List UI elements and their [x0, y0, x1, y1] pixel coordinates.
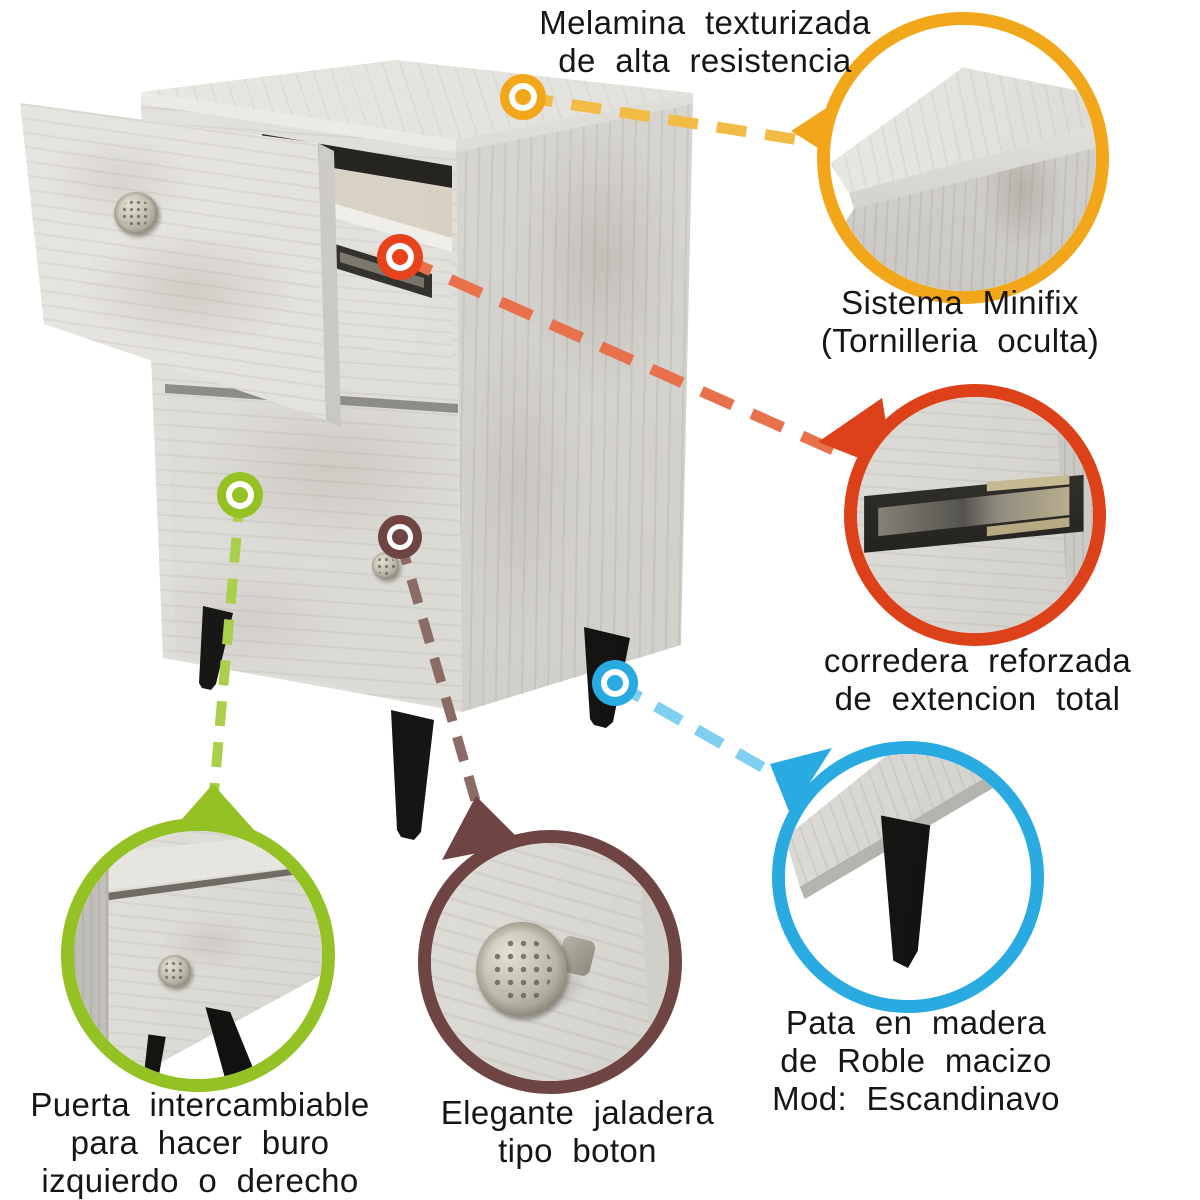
label-puerta-line2: para hacer buro	[70, 1124, 330, 1161]
label-melamina-line1: Melamina texturizada	[539, 4, 871, 41]
leader-line-jaladera	[395, 538, 482, 808]
callout-circle-corredera	[844, 384, 1106, 646]
jaladera-detail-knob-texture	[490, 936, 553, 1002]
label-minifix-line2: (Tornilleria oculta)	[820, 322, 1100, 359]
label-jaladera-line2: tipo boton	[498, 1132, 657, 1169]
pata-detail-photo	[785, 754, 1031, 1000]
label-pata: Pata en madera de Roble macizo Mod: Esca…	[758, 1004, 1074, 1118]
label-melamina-line2: de alta resistencia	[558, 42, 852, 79]
label-corredera-line2: de extencion total	[834, 680, 1121, 717]
jaladera-detail-photo	[431, 843, 669, 1081]
label-pata-line1: Pata en madera	[785, 1004, 1047, 1041]
corredera-detail-photo	[857, 397, 1093, 633]
label-pata-line2: de Roble macizo	[780, 1042, 1052, 1079]
label-melamina: Melamina texturizada de alta resistencia	[520, 4, 890, 80]
callout-circle-pata	[772, 741, 1044, 1013]
callout-circle-melamina	[817, 12, 1109, 304]
label-minifix-line1: Sistema Minifix	[841, 284, 1079, 321]
leader-line-puerta	[209, 496, 245, 793]
melamina-detail-photo	[830, 25, 1096, 291]
puerta-detail-photo	[74, 831, 322, 1079]
callout-dot-puerta	[217, 472, 263, 518]
callout-dot-corredera	[377, 234, 423, 280]
label-corredera-line1: corredera reforzada	[823, 642, 1132, 679]
drawer-knob-texture	[121, 198, 151, 228]
callout-dot-jaladera	[378, 515, 422, 559]
leader-line-melamina	[522, 91, 801, 146]
label-puerta: Puerta intercambiable para hacer buro iz…	[15, 1086, 385, 1200]
puerta-detail-knob	[158, 955, 191, 988]
callout-dot-pata	[592, 660, 638, 706]
door-knob-texture	[376, 556, 395, 575]
label-corredera: corredera reforzada de extencion total	[800, 642, 1155, 718]
label-minifix: Sistema Minifix (Tornilleria oculta)	[790, 284, 1130, 360]
leader-line-pata	[612, 678, 788, 785]
leader-line-corredera	[397, 251, 841, 458]
callout-dot-melamina	[500, 74, 546, 120]
label-jaladera: Elegante jaladera tipo boton	[420, 1094, 735, 1170]
label-pata-line3: Mod: Escandinavo	[772, 1080, 1060, 1117]
jaladera-detail-knob	[476, 921, 567, 1017]
label-jaladera-line1: Elegante jaladera	[440, 1094, 715, 1131]
puerta-detail-knob-texture	[163, 960, 186, 983]
drawer-knob	[114, 192, 158, 234]
label-puerta-line3: izquierdo o derecho	[41, 1162, 359, 1199]
callout-circle-puerta	[61, 818, 335, 1092]
callout-circle-jaladera	[418, 830, 682, 1094]
label-puerta-line1: Puerta intercambiable	[30, 1086, 370, 1123]
